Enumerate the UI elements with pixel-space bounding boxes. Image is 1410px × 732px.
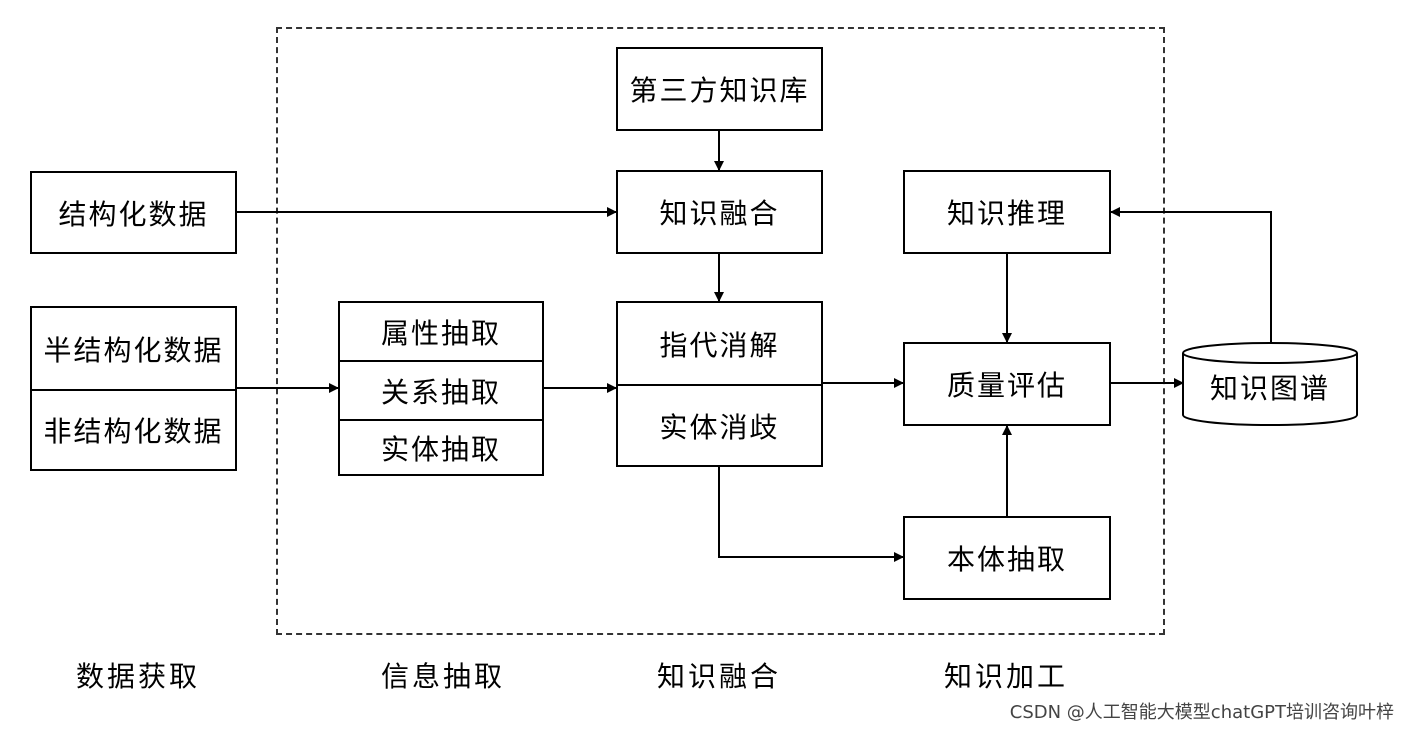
quality-assessment-label: 质量评估 bbox=[946, 369, 1067, 402]
unstructured-data-cell: 非结构化数据 bbox=[32, 389, 235, 469]
entity-disambiguation-cell: 实体消歧 bbox=[618, 384, 821, 465]
semi-structured-data-label: 半结构化数据 bbox=[43, 333, 224, 367]
entity-extraction-label: 实体抽取 bbox=[380, 432, 501, 466]
stage-knowledge-fusion: 知识融合 bbox=[656, 660, 781, 693]
pipeline-boundary bbox=[276, 27, 1165, 635]
stage-knowledge-processing: 知识加工 bbox=[943, 660, 1068, 693]
ontology-extraction-box: 本体抽取 bbox=[903, 516, 1111, 600]
structured-data-box: 结构化数据 bbox=[30, 171, 237, 254]
structured-data-label: 结构化数据 bbox=[58, 197, 209, 231]
coreference-resolution-label: 指代消解 bbox=[659, 328, 780, 362]
watermark: CSDN @人工智能大模型chatGPT培训咨询叶梓 bbox=[1009, 702, 1394, 723]
information-extraction-box: 属性抽取 关系抽取 实体抽取 bbox=[338, 301, 544, 476]
arrow-disambiguation-to-ontology bbox=[718, 467, 904, 562]
quality-assessment-box: 质量评估 bbox=[903, 342, 1111, 426]
knowledge-graph-node: 知识图谱 bbox=[1183, 363, 1357, 411]
unstructured-data-label: 非结构化数据 bbox=[43, 415, 224, 448]
stage-information-extraction: 信息抽取 bbox=[380, 660, 505, 693]
attribute-extraction-label: 属性抽取 bbox=[380, 316, 501, 350]
knowledge-graph-label: 知识图谱 bbox=[1209, 372, 1330, 405]
fusion-steps-box: 指代消解 实体消歧 bbox=[616, 301, 823, 467]
entity-disambiguation-label: 实体消歧 bbox=[659, 410, 780, 444]
attribute-extraction-cell: 属性抽取 bbox=[340, 303, 542, 360]
knowledge-fusion-box: 知识融合 bbox=[616, 170, 823, 254]
stage-data-acquisition: 数据获取 bbox=[75, 660, 200, 693]
relation-extraction-cell: 关系抽取 bbox=[340, 360, 542, 419]
third-party-kb-label: 第三方知识库 bbox=[629, 74, 810, 107]
semi-structured-data-cell: 半结构化数据 bbox=[32, 308, 235, 389]
knowledge-graph-cylinder bbox=[1182, 342, 1358, 426]
knowledge-reasoning-label: 知识推理 bbox=[946, 197, 1067, 230]
semi-unstructured-data-box: 半结构化数据 非结构化数据 bbox=[30, 306, 237, 471]
entity-extraction-cell: 实体抽取 bbox=[340, 419, 542, 474]
knowledge-reasoning-box: 知识推理 bbox=[903, 170, 1111, 254]
coreference-resolution-cell: 指代消解 bbox=[618, 303, 821, 384]
third-party-kb-box: 第三方知识库 bbox=[616, 47, 823, 131]
knowledge-fusion-label: 知识融合 bbox=[659, 197, 780, 230]
arrow-graph-to-reasoning bbox=[1110, 207, 1272, 345]
relation-extraction-label: 关系抽取 bbox=[380, 375, 501, 409]
ontology-extraction-label: 本体抽取 bbox=[946, 543, 1067, 576]
